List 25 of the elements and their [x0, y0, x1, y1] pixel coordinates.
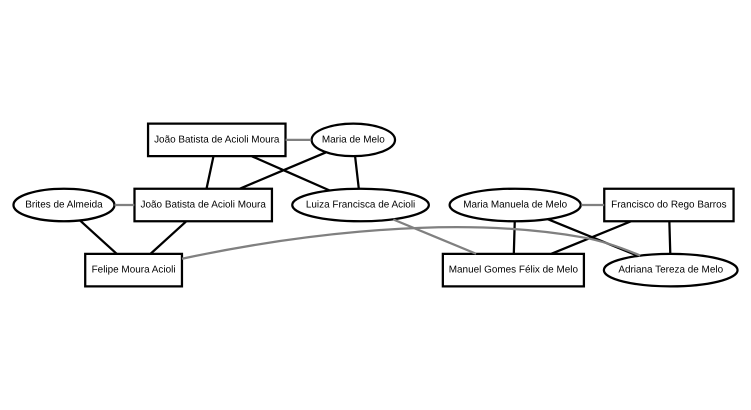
- connector: [239, 151, 326, 190]
- node-box: Francisco do Rego Barros: [603, 188, 735, 222]
- node-ellipse: Adriana Tereza de Melo: [602, 252, 739, 288]
- node-box: Manuel Gomes Félix de Melo: [442, 252, 586, 288]
- node-ellipse: Maria de Melo: [310, 122, 396, 158]
- connector: [512, 222, 516, 254]
- connector: [550, 220, 632, 255]
- connector: [79, 220, 118, 255]
- node-box: Felipe Moura Acioli: [84, 252, 184, 288]
- connector: [205, 156, 215, 189]
- connector: [286, 138, 312, 142]
- connector: [150, 220, 187, 255]
- node-ellipse: Luiza Francisca de Acioli: [291, 188, 430, 222]
- connector: [114, 204, 134, 206]
- node-box: João Batista de Acioli Moura: [146, 122, 287, 158]
- connector: [668, 222, 672, 254]
- connector: [182, 226, 641, 260]
- connector: [581, 204, 604, 206]
- connector: [392, 218, 477, 255]
- connector: [354, 156, 360, 189]
- node-ellipse: Maria Manuela de Melo: [448, 188, 582, 222]
- connector: [252, 155, 330, 192]
- node-box: João Batista de Acioli Moura: [133, 188, 274, 222]
- node-ellipse: Brites de Almeida: [12, 188, 116, 222]
- connector: [547, 218, 638, 257]
